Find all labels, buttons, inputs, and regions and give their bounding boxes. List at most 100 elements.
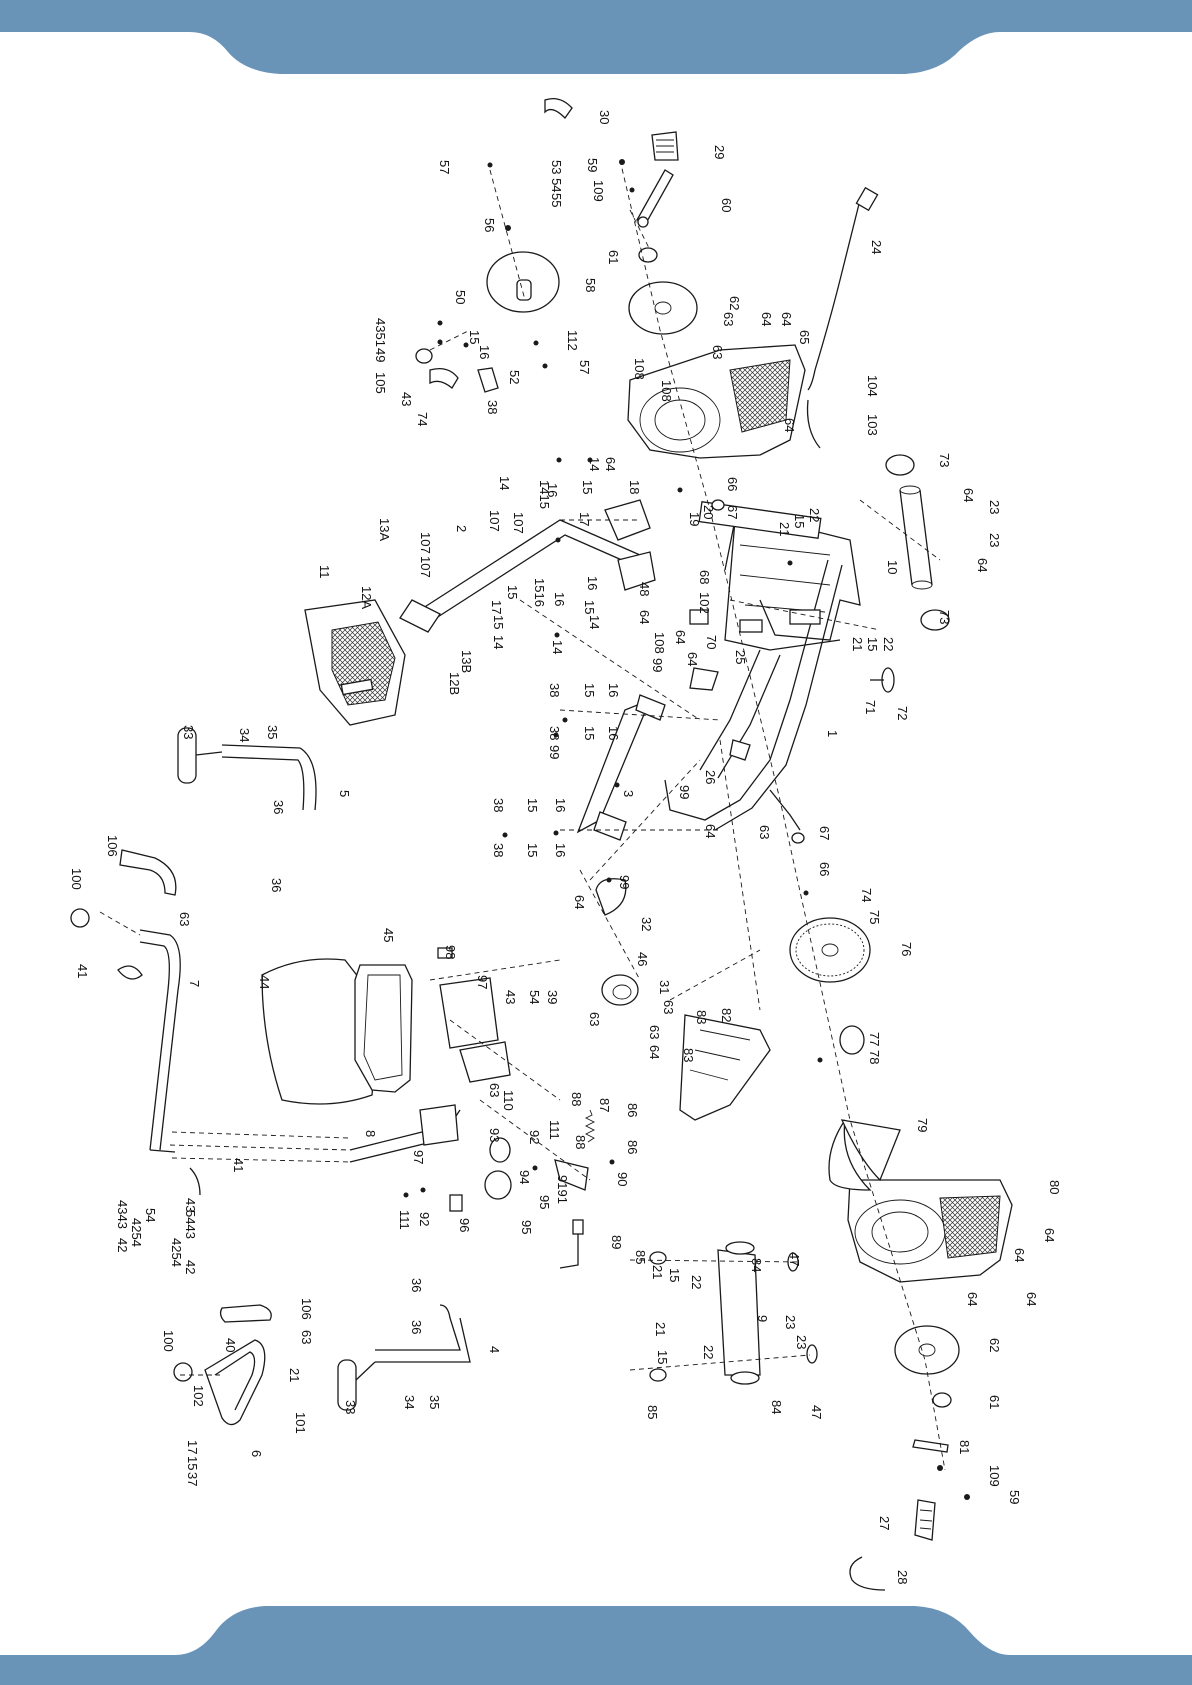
strap-28 (849, 1556, 886, 1591)
label-90: 90 (615, 1172, 630, 1186)
label-27: 27 (877, 1516, 892, 1530)
label-14c: 14 (491, 635, 506, 649)
label-4254b: 4254 (169, 1238, 184, 1267)
label-13B: 13B (459, 650, 474, 673)
label-44: 44 (257, 975, 272, 989)
label-15c: 15 (580, 480, 595, 494)
label-23d: 23 (794, 1335, 809, 1349)
label-95b: 95 (519, 1220, 534, 1234)
knob-100a (70, 908, 90, 928)
label-13A: 13A (377, 518, 392, 541)
label-87: 87 (597, 1098, 612, 1112)
label-99: 99 (650, 658, 665, 672)
label-16e: 16 (606, 683, 621, 697)
label-14: 14 (587, 457, 602, 471)
label-64l: 64 (647, 1045, 662, 1059)
label-74: 74 (415, 412, 430, 426)
backrest-45 (354, 964, 413, 1093)
label-9191: 9191 (555, 1175, 570, 1204)
label-71: 71 (863, 700, 878, 714)
label-98: 98 (443, 945, 458, 959)
label-94: 94 (517, 1170, 532, 1184)
cap-31 (601, 974, 639, 1006)
pulley-77 (839, 1025, 865, 1055)
label-47: 47 (787, 1252, 802, 1266)
label-64o: 64 (1024, 1292, 1039, 1306)
label-86b: 86 (625, 1140, 640, 1154)
shroud-left-80 (847, 1179, 1013, 1283)
label-99d: 99 (617, 875, 632, 889)
grip-106a (119, 849, 177, 896)
label-17c: 17 (185, 1440, 200, 1454)
label-64f: 64 (603, 457, 618, 471)
label-111: 111 (547, 1120, 562, 1140)
label-107d: 107 (418, 556, 433, 578)
label-4: 4 (487, 1346, 502, 1353)
label-63f: 63 (587, 1012, 602, 1026)
label-24: 24 (869, 240, 884, 254)
label-41: 41 (75, 964, 90, 978)
part-70 (689, 609, 709, 625)
label-80: 80 (1047, 1180, 1062, 1194)
seat-arm-4 (337, 1304, 471, 1411)
label-16d: 16 (552, 592, 567, 606)
footer-banner (0, 1606, 1192, 1685)
label-64h: 64 (673, 630, 688, 644)
label-23: 23 (987, 500, 1002, 514)
part-105 (429, 367, 459, 389)
label-64b: 64 (779, 312, 794, 326)
roller-96 (449, 1194, 463, 1212)
label-28: 28 (895, 1570, 910, 1584)
label-47b: 47 (809, 1405, 824, 1419)
knob-100b (173, 1362, 193, 1382)
label-4351: 4351 (373, 318, 388, 347)
label-15: 15 (467, 330, 482, 344)
label-21c: 21 (650, 1265, 665, 1279)
label-22: 22 (807, 508, 822, 522)
label-38c: 38 (547, 726, 562, 740)
label-64c: 64 (782, 418, 797, 432)
label-23b: 23 (987, 533, 1002, 547)
label-22b: 22 (881, 637, 896, 651)
label-16c: 16 (585, 576, 600, 590)
stabilizer-9 (649, 1241, 761, 1385)
assembly-lines (99, 159, 946, 1471)
label-34: 34 (237, 728, 252, 742)
label-95: 95 (537, 1195, 552, 1209)
label-57b: 57 (577, 360, 592, 374)
label-43: 43 (399, 392, 414, 406)
label-84b: 84 (769, 1400, 784, 1414)
part-labels: 30 29 57 53 54 55 56 59 109 60 24 61 58 … (69, 110, 1062, 1584)
label-15g: 15 (865, 637, 880, 651)
label-46: 46 (635, 952, 650, 966)
label-107b: 107 (418, 532, 433, 554)
cable-41b (189, 1167, 201, 1196)
label-103: 103 (865, 414, 880, 436)
part-49 (415, 348, 433, 364)
label-32: 32 (639, 917, 654, 931)
label-15f: 15 (582, 600, 597, 614)
label-17: 17 (577, 512, 592, 526)
label-78: 78 (867, 1050, 882, 1064)
label-64n: 64 (1012, 1248, 1027, 1262)
label-14e: 14 (550, 640, 565, 654)
label-1: 1 (825, 730, 840, 737)
label-63g: 63 (647, 1025, 662, 1039)
label-40: 40 (223, 1338, 238, 1352)
label-15i: 15 (582, 726, 597, 740)
label-75: 75 (867, 910, 882, 924)
label-107c: 107 (511, 512, 526, 534)
label-58: 58 (583, 278, 598, 292)
label-31: 31 (657, 980, 672, 994)
label-61: 61 (606, 250, 621, 264)
label-63d: 63 (177, 912, 192, 926)
label-5443: 5443 (183, 1210, 198, 1239)
end-cap-73b (920, 609, 950, 631)
label-3: 3 (621, 790, 636, 797)
label-62b: 62 (987, 1338, 1002, 1352)
label-99b: 99 (547, 745, 562, 759)
label-111b: 111 (397, 1210, 412, 1230)
label-17b: 17 (489, 600, 504, 614)
label-15k: 15 (525, 843, 540, 857)
